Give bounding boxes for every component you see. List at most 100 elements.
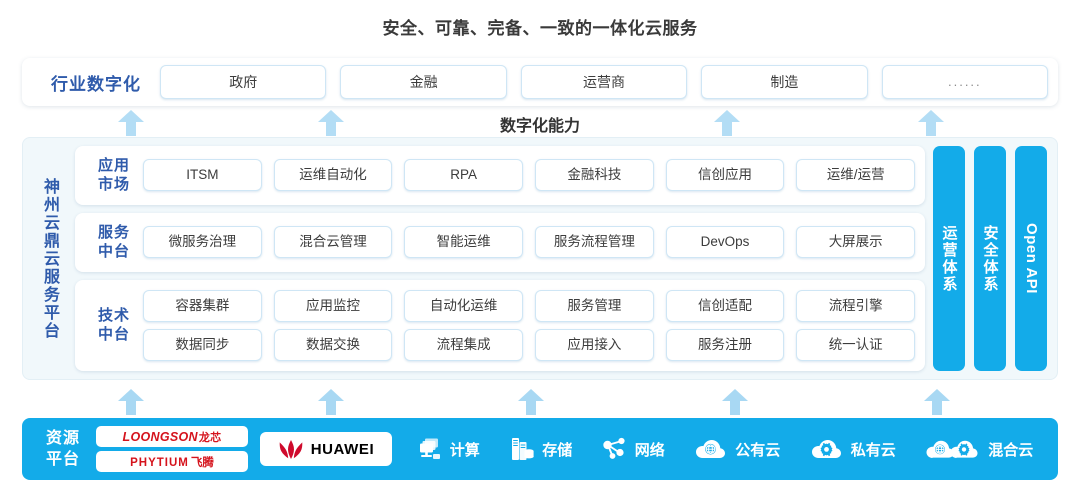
huawei-flower-icon bbox=[278, 438, 304, 460]
industry-box-government[interactable]: 政府 bbox=[160, 65, 327, 99]
hybrid-cloud-icon bbox=[925, 437, 981, 461]
capability-box-xinchuang-adapt[interactable]: 信创适配 bbox=[665, 289, 785, 322]
capability-box-dashboard[interactable]: 大屏展示 bbox=[796, 226, 916, 259]
capability-box-ops-automation[interactable]: 运维自动化 bbox=[273, 159, 393, 192]
resource-item-network[interactable]: 网络 bbox=[602, 436, 665, 462]
platform-label: 神州云鼎云服务平台 bbox=[41, 177, 58, 340]
up-arrow-icon bbox=[318, 389, 344, 415]
capability-box-ops-operation[interactable]: 运维/运营 bbox=[796, 159, 916, 192]
resource-item-label: 网络 bbox=[634, 441, 665, 459]
resource-label-line2: 平台 bbox=[45, 451, 80, 468]
industry-box-finance[interactable]: 金融 bbox=[340, 65, 507, 99]
capability-box-automated-ops[interactable]: 自动化运维 bbox=[404, 289, 524, 322]
compute-icon bbox=[417, 436, 443, 462]
resource-item-label: 计算 bbox=[449, 441, 480, 459]
row-line: 数据同步 数据交换 流程集成 应用接入 服务注册 统一认证 bbox=[143, 328, 916, 361]
capability-box-process-engine[interactable]: 流程引擎 bbox=[796, 289, 916, 322]
industry-row: 行业数字化 政府 金融 运营商 制造 ...... bbox=[22, 58, 1058, 106]
resource-item-label: 混合云 bbox=[988, 441, 1034, 459]
network-icon bbox=[602, 436, 628, 462]
resource-label-line1: 资源 bbox=[45, 430, 80, 447]
up-arrow-icon bbox=[118, 389, 144, 415]
resource-item-list: 计算 bbox=[402, 436, 1048, 462]
up-arrow-icon bbox=[118, 110, 144, 136]
platform-row-app-market: 应用 市场 ITSM 运维自动化 RPA 金融科技 信创应用 运维/运营 bbox=[75, 146, 925, 205]
industry-box-list: 政府 金融 运营商 制造 ...... bbox=[160, 65, 1049, 99]
private-cloud-icon bbox=[810, 437, 844, 461]
capability-box-unified-auth[interactable]: 统一认证 bbox=[796, 328, 916, 361]
platform-rows: 应用 市场 ITSM 运维自动化 RPA 金融科技 信创应用 运维/运营 bbox=[75, 146, 925, 371]
row-grid-app-market: ITSM 运维自动化 RPA 金融科技 信创应用 运维/运营 bbox=[143, 159, 916, 192]
vertical-bar-group: 运营体系 安全体系 Open API bbox=[933, 146, 1047, 371]
resource-item-public-cloud[interactable]: 公有云 bbox=[694, 437, 780, 461]
industry-box-more[interactable]: ...... bbox=[881, 65, 1049, 99]
row-line: ITSM 运维自动化 RPA 金融科技 信创应用 运维/运营 bbox=[143, 159, 916, 192]
resource-item-compute[interactable]: 计算 bbox=[417, 436, 480, 462]
capability-box-app-access[interactable]: 应用接入 bbox=[535, 328, 654, 361]
capability-box-service-mgmt[interactable]: 服务管理 bbox=[535, 289, 654, 322]
page-title: 安全、可靠、完备、一致的一体化云服务 bbox=[382, 19, 698, 38]
huawei-logo-text: HUAWEI bbox=[310, 440, 375, 458]
row-grid-tech-middle: 容器集群 应用监控 自动化运维 服务管理 信创适配 流程引擎 数据同步 数据交换… bbox=[143, 289, 916, 361]
up-arrow-icon bbox=[722, 389, 748, 415]
row-grid-service-middle: 微服务治理 混合云管理 智能运维 服务流程管理 DevOps 大屏展示 bbox=[143, 226, 916, 259]
capability-box-service-process-mgmt[interactable]: 服务流程管理 bbox=[535, 226, 654, 259]
industry-row-label: 行业数字化 bbox=[51, 74, 141, 94]
capability-box-hybrid-cloud-mgmt[interactable]: 混合云管理 bbox=[273, 226, 393, 259]
loongson-logo-text: LOONGSON龙芯 bbox=[123, 429, 222, 445]
resource-platform-label: 资源 平台 bbox=[32, 428, 94, 470]
loongson-logo: LOONGSON龙芯 bbox=[96, 426, 248, 447]
up-arrow-icon bbox=[918, 110, 944, 136]
capability-box-process-integration[interactable]: 流程集成 bbox=[404, 328, 524, 361]
vertical-bar-operations-system[interactable]: 运营体系 bbox=[933, 146, 965, 371]
up-arrow-icon bbox=[318, 110, 344, 136]
vertical-bar-security-system[interactable]: 安全体系 bbox=[974, 146, 1006, 371]
capability-box-fintech[interactable]: 金融科技 bbox=[535, 159, 654, 192]
row-label-line1: 服务 bbox=[97, 224, 130, 242]
resource-item-hybrid-cloud[interactable]: 混合云 bbox=[925, 437, 1033, 461]
capability-box-itsm[interactable]: ITSM bbox=[143, 159, 262, 192]
row-label-line2: 市场 bbox=[97, 176, 130, 194]
resource-item-storage[interactable]: 存储 bbox=[509, 436, 572, 462]
resource-item-label: 私有云 bbox=[850, 441, 896, 459]
row-label-service-middle: 服务 中台 bbox=[85, 223, 143, 261]
industry-box-manufacturing[interactable]: 制造 bbox=[701, 65, 868, 99]
row-line: 微服务治理 混合云管理 智能运维 服务流程管理 DevOps 大屏展示 bbox=[143, 226, 916, 259]
capability-box-intelligent-ops[interactable]: 智能运维 bbox=[404, 226, 524, 259]
capability-box-rpa[interactable]: RPA bbox=[404, 159, 524, 192]
phytium-en: PHYTIUM bbox=[130, 456, 189, 469]
capability-box-xinchuang-app[interactable]: 信创应用 bbox=[665, 159, 785, 192]
platform-row-service-middle: 服务 中台 微服务治理 混合云管理 智能运维 服务流程管理 DevOps 大屏展… bbox=[75, 212, 925, 272]
phytium-cn: 飞腾 bbox=[190, 456, 214, 469]
platform-body: 应用 市场 ITSM 运维自动化 RPA 金融科技 信创应用 运维/运营 bbox=[75, 138, 1057, 379]
up-arrow-icon bbox=[714, 110, 740, 136]
huawei-logo: HUAWEI bbox=[260, 432, 392, 466]
vertical-bar-label: Open API bbox=[1022, 223, 1040, 294]
row-label-line2: 中台 bbox=[97, 326, 130, 344]
loongson-en: LOONGSON bbox=[122, 429, 198, 444]
capability-label: 数字化能力 bbox=[499, 118, 580, 135]
capability-box-app-monitoring[interactable]: 应用监控 bbox=[273, 289, 393, 322]
industry-box-telecom[interactable]: 运营商 bbox=[520, 65, 688, 99]
capability-box-microservice-governance[interactable]: 微服务治理 bbox=[143, 226, 262, 259]
row-label-line1: 应用 bbox=[97, 157, 130, 175]
platform-panel: 神州云鼎云服务平台 应用 市场 ITSM 运维自动化 RPA 金融科技 bbox=[22, 137, 1058, 380]
capability-box-data-exchange[interactable]: 数据交换 bbox=[273, 328, 393, 361]
row-label-app-market: 应用 市场 bbox=[85, 156, 143, 194]
capability-box-data-sync[interactable]: 数据同步 bbox=[143, 328, 262, 361]
resource-item-label: 公有云 bbox=[735, 441, 781, 459]
resource-item-private-cloud[interactable]: 私有云 bbox=[810, 437, 896, 461]
vertical-bar-label: 安全体系 bbox=[981, 224, 999, 293]
vertical-bar-open-api[interactable]: Open API bbox=[1015, 146, 1047, 371]
up-arrow-icon bbox=[924, 389, 950, 415]
row-label-line2: 中台 bbox=[97, 243, 130, 261]
capability-box-devops[interactable]: DevOps bbox=[665, 226, 785, 259]
capability-box-service-registry[interactable]: 服务注册 bbox=[665, 328, 785, 361]
vertical-bar-label: 运营体系 bbox=[940, 224, 958, 293]
capability-box-container-cluster[interactable]: 容器集群 bbox=[143, 289, 262, 322]
